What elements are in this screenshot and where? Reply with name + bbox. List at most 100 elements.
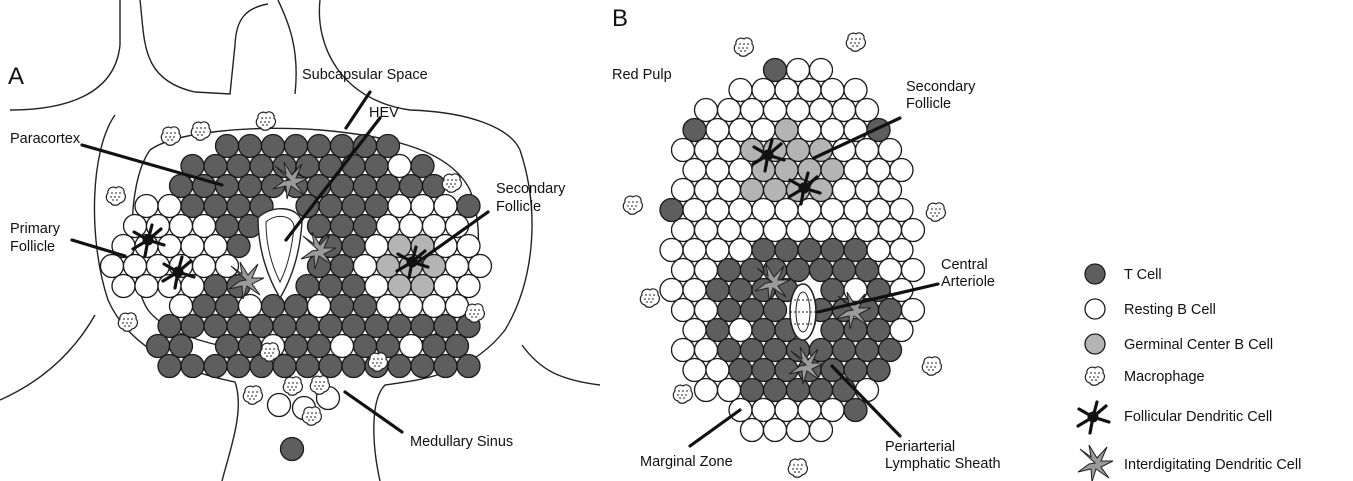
t-cell xyxy=(844,359,867,382)
germinal-center-b-cell xyxy=(764,179,787,202)
t-cell xyxy=(706,279,729,302)
macrophage-icon xyxy=(465,304,484,322)
t-cell xyxy=(833,379,856,402)
label-secondary-follicle-b-1: Secondary xyxy=(906,79,976,95)
t-cell xyxy=(319,195,342,218)
macrophage-icon xyxy=(734,38,753,56)
legend-item-resting-b-cell: Resting B Cell xyxy=(1085,299,1216,319)
legend-label: Resting B Cell xyxy=(1124,302,1216,318)
resting-b-cell xyxy=(902,259,925,282)
resting-b-cell xyxy=(798,79,821,102)
resting-b-cell xyxy=(833,179,856,202)
t-cell xyxy=(342,155,365,178)
t-cell xyxy=(775,239,798,262)
resting-b-cell xyxy=(400,215,423,238)
t-cell xyxy=(227,355,250,378)
legend: T Cell Resting B Cell Germinal Center B … xyxy=(1078,264,1301,481)
resting-b-cell xyxy=(821,199,844,222)
resting-b-cell xyxy=(718,379,741,402)
resting-b-cell-icon xyxy=(1085,299,1105,319)
resting-b-cell xyxy=(856,139,879,162)
resting-b-cell xyxy=(695,339,718,362)
resting-b-cell xyxy=(810,219,833,242)
resting-b-cell xyxy=(135,195,158,218)
resting-b-cell xyxy=(204,235,227,258)
legend-item-interdigitating-dendritic-cell: Interdigitating Dendritic Cell xyxy=(1078,445,1301,481)
resting-b-cell xyxy=(810,419,833,442)
resting-b-cell xyxy=(672,219,695,242)
resting-b-cell xyxy=(787,219,810,242)
resting-b-cell xyxy=(879,139,902,162)
resting-b-cell xyxy=(683,359,706,382)
t-cell xyxy=(319,275,342,298)
t-cell xyxy=(683,119,706,142)
t-cell xyxy=(718,299,741,322)
label-pals-1: Periarterial xyxy=(885,439,955,455)
resting-b-cell xyxy=(856,219,879,242)
resting-b-cell xyxy=(844,159,867,182)
t-cell xyxy=(342,195,365,218)
resting-b-cell xyxy=(672,139,695,162)
t-cell xyxy=(354,295,377,318)
macrophage-icon xyxy=(302,407,321,425)
resting-b-cell xyxy=(695,219,718,242)
macrophage-icon xyxy=(106,187,125,205)
legend-item-germinal-center-b-cell: Germinal Center B Cell xyxy=(1085,334,1273,354)
resting-b-cell xyxy=(683,159,706,182)
macrophage-icon xyxy=(256,112,275,130)
t-cell xyxy=(227,195,250,218)
label-primary-follicle-2: Follicle xyxy=(10,239,55,255)
resting-b-cell xyxy=(833,219,856,242)
resting-b-cell xyxy=(764,419,787,442)
macrophage-icon xyxy=(283,377,302,395)
resting-b-cell xyxy=(112,275,135,298)
t-cell xyxy=(365,315,388,338)
t-cell xyxy=(193,295,216,318)
panel-b-letter: B xyxy=(612,5,628,32)
label-secondary-follicle-b-2: Follicle xyxy=(906,96,951,112)
resting-b-cell xyxy=(377,295,400,318)
resting-b-cell xyxy=(331,335,354,358)
t-cell xyxy=(204,195,227,218)
resting-b-cell xyxy=(890,319,913,342)
resting-b-cell xyxy=(729,319,752,342)
t-cell xyxy=(400,175,423,198)
macrophage-icon xyxy=(922,357,941,375)
t-cell xyxy=(365,155,388,178)
t-cell xyxy=(856,339,879,362)
resting-b-cell xyxy=(170,215,193,238)
resting-b-cell xyxy=(729,79,752,102)
macrophage-icon xyxy=(673,385,692,403)
t-cell xyxy=(764,299,787,322)
resting-b-cell xyxy=(890,159,913,182)
resting-b-cell xyxy=(821,79,844,102)
resting-b-cell xyxy=(856,379,879,402)
t-cell xyxy=(741,379,764,402)
t-cell xyxy=(729,359,752,382)
lymph-node-panel: A xyxy=(0,0,600,481)
t-cell xyxy=(867,359,890,382)
t-cell xyxy=(181,355,204,378)
resting-b-cell xyxy=(672,179,695,202)
t-cell xyxy=(388,315,411,338)
legend-label: Follicular Dendritic Cell xyxy=(1124,409,1272,425)
germinal-center-b-cell xyxy=(741,179,764,202)
t-cell xyxy=(273,315,296,338)
t-cell xyxy=(308,335,331,358)
label-pals-2: Lymphatic Sheath xyxy=(885,456,1001,472)
t-cell xyxy=(660,199,683,222)
resting-b-cell xyxy=(729,199,752,222)
resting-b-cell xyxy=(695,99,718,122)
t-cell xyxy=(752,319,775,342)
legend-item-t-cell: T Cell xyxy=(1085,264,1162,284)
t-cell xyxy=(821,239,844,262)
resting-b-cell xyxy=(741,219,764,242)
t-cell xyxy=(821,319,844,342)
label-central-arteriole-2: Arteriole xyxy=(941,274,995,290)
resting-b-cell xyxy=(787,59,810,82)
t-cell xyxy=(411,355,434,378)
resting-b-cell xyxy=(890,239,913,262)
t-cell xyxy=(764,339,787,362)
resting-b-cell xyxy=(411,195,434,218)
t-cell xyxy=(342,275,365,298)
